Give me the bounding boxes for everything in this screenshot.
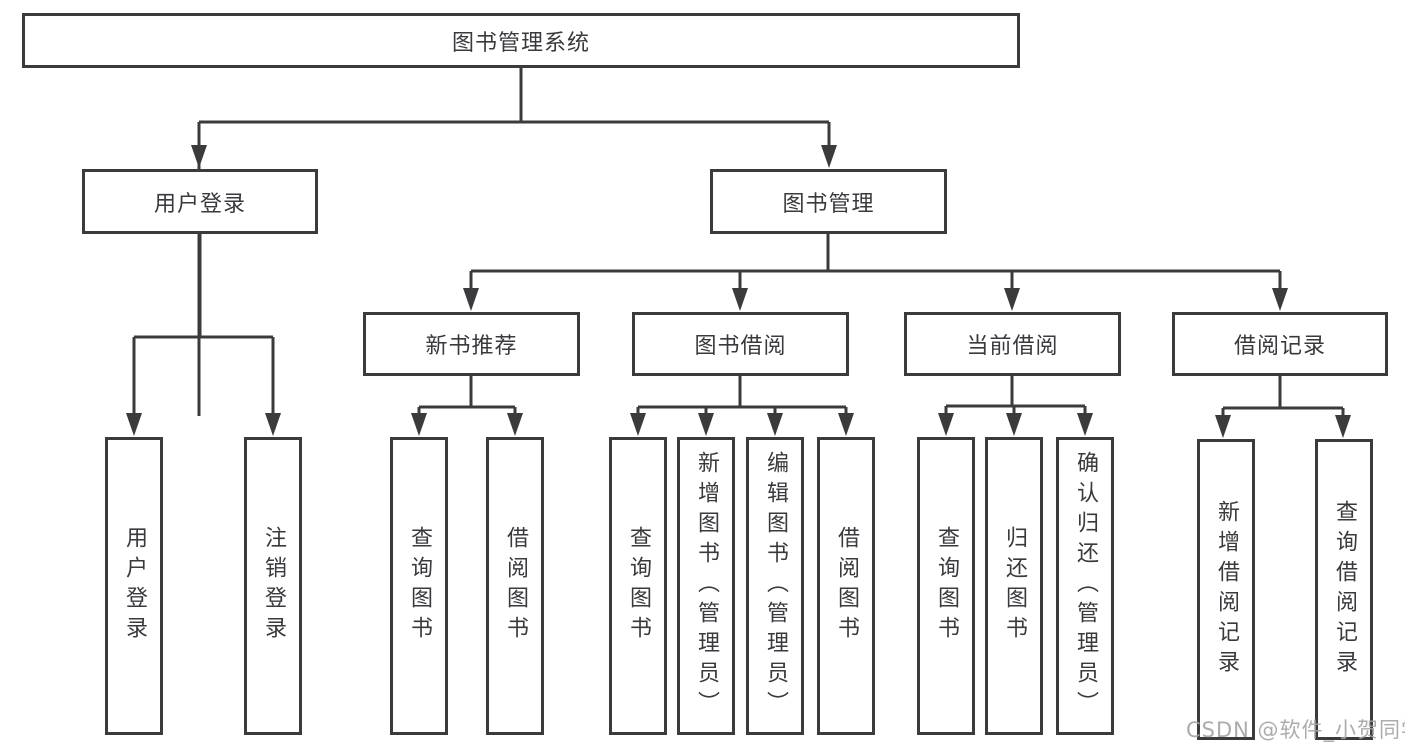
leaf-query-books-current: 查询图书 (917, 437, 975, 735)
arrow-down-icon (1272, 288, 1288, 311)
leaf-user-login: 用户登录 (105, 437, 163, 735)
arrow-down-icon (507, 413, 523, 436)
arrow-down-icon (1077, 413, 1093, 436)
leaf-edit-books-admin: 编辑图书（管理员） (746, 437, 804, 735)
leaf-label: 查询图书 (626, 526, 651, 646)
leaf-return-books: 归还图书 (985, 437, 1043, 735)
leaf-query-books-borrow: 查询图书 (609, 437, 667, 735)
leaf-label: 编辑图书（管理员） (763, 451, 788, 721)
node-new-book-recommend: 新书推荐 (363, 312, 580, 376)
arrow-down-icon (1215, 415, 1231, 438)
connector-path (132, 68, 1345, 418)
arrow-down-icon (463, 288, 479, 311)
node-label: 新书推荐 (425, 334, 518, 359)
arrow-down-icon (265, 413, 281, 436)
node-label: 图书借阅 (694, 334, 787, 359)
node-book-borrow: 图书借阅 (632, 312, 849, 376)
leaf-add-borrow-record: 新增借阅记录 (1197, 439, 1255, 740)
leaf-label: 新增借阅记录 (1214, 499, 1239, 680)
node-user-login: 用户登录 (82, 169, 318, 234)
leaf-label: 用户登录 (122, 526, 147, 646)
node-label: 图书管理系统 (451, 30, 590, 56)
node-label: 借阅记录 (1233, 334, 1326, 359)
leaf-label: 借阅图书 (503, 526, 528, 646)
arrow-down-icon (411, 413, 427, 436)
leaf-label: 查询图书 (934, 526, 959, 646)
arrow-down-icon (126, 413, 142, 436)
arrow-down-icon (191, 145, 207, 168)
node-label: 当前借阅 (966, 334, 1059, 359)
arrow-down-icon (1004, 288, 1020, 311)
leaf-label: 新增图书（管理员） (694, 451, 719, 721)
node-library-management-system: 图书管理系统 (22, 13, 1020, 68)
leaf-label: 归还图书 (1002, 526, 1027, 646)
leaf-label: 借阅图书 (834, 526, 859, 646)
leaf-label: 查询图书 (407, 526, 432, 646)
arrow-down-icon (821, 145, 837, 168)
leaf-label: 注销登录 (261, 526, 286, 646)
arrow-down-icon (698, 413, 714, 436)
arrow-down-icon (1335, 415, 1351, 438)
leaf-label: 确认归还（管理员） (1073, 451, 1098, 721)
arrow-down-icon (630, 413, 646, 436)
leaf-borrow-books-recommend: 借阅图书 (486, 437, 544, 735)
arrow-down-icon (838, 413, 854, 436)
leaf-borrow-books: 借阅图书 (817, 437, 875, 735)
node-label: 用户登录 (153, 191, 246, 217)
leaf-logout: 注销登录 (244, 437, 302, 735)
arrow-down-icon (938, 413, 954, 436)
arrow-down-icon (767, 413, 783, 436)
arrow-down-icon (1006, 413, 1022, 436)
arrow-down-icon (732, 288, 748, 311)
leaf-query-books-recommend: 查询图书 (390, 437, 448, 735)
node-current-borrow: 当前借阅 (904, 312, 1121, 376)
leaf-confirm-return-admin: 确认归还（管理员） (1056, 437, 1114, 735)
leaf-query-borrow-record: 查询借阅记录 (1315, 439, 1373, 740)
node-book-management: 图书管理 (710, 169, 947, 234)
node-borrow-records: 借阅记录 (1172, 312, 1388, 376)
leaf-add-books-admin: 新增图书（管理员） (677, 437, 735, 735)
csdn-watermark: CSDN @软件_小贺同学 (1186, 718, 1405, 742)
leaf-label: 查询借阅记录 (1332, 499, 1357, 680)
node-label: 图书管理 (782, 191, 875, 217)
